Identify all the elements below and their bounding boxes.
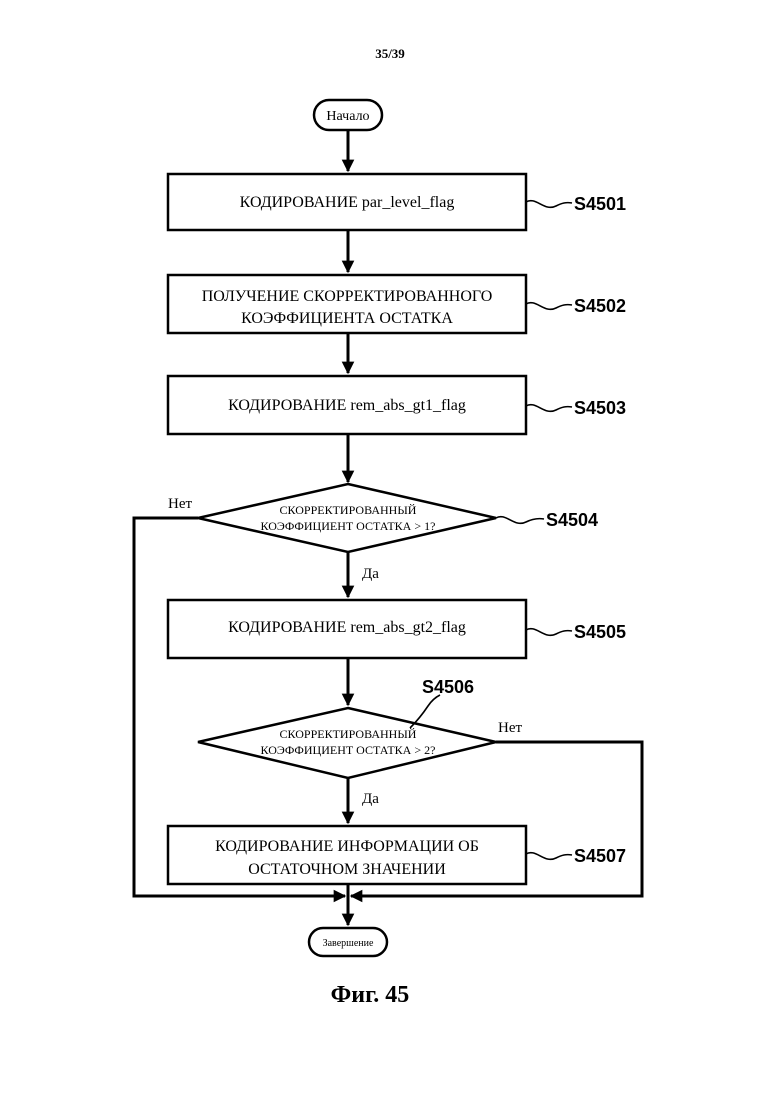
decision-text-s4506-line1: СКОРРЕКТИРОВАННЫЙ [280,727,417,741]
step-label-s4503: S4503 [574,398,626,418]
step-label-s4502: S4502 [574,296,626,316]
process-text-s4507-line2: ОСТАТОЧНОМ ЗНАЧЕНИИ [248,861,446,878]
page-number: 35/39 [375,46,405,61]
leader-s4503 [526,405,572,412]
process-text-s4507-line1: КОДИРОВАНИЕ ИНФОРМАЦИИ ОБ [215,838,479,855]
leader-s4506 [410,695,440,728]
decision-text-s4504-line2: КОЭФФИЦИЕНТ ОСТАТКА > 1? [261,519,436,533]
process-text-s4501: КОДИРОВАНИЕ par_level_flag [240,194,455,211]
decision-s4504 [198,484,496,552]
branch-no-s4504: Нет [168,496,192,512]
leader-s4505 [526,629,572,636]
start-label: Начало [326,109,369,124]
process-text-s4503: КОДИРОВАНИЕ rem_abs_gt1_flag [228,397,466,414]
step-label-s4505: S4505 [574,622,626,642]
end-label: Завершение [323,938,374,949]
leader-s4504 [496,517,544,524]
leader-s4502 [526,303,572,310]
process-text-s4505: КОДИРОВАНИЕ rem_abs_gt2_flag [228,619,466,636]
step-label-s4501: S4501 [574,194,626,214]
process-text-s4502-line1: ПОЛУЧЕНИЕ СКОРРЕКТИРОВАННОГО [202,288,493,305]
decision-text-s4504-line1: СКОРРЕКТИРОВАННЫЙ [280,503,417,517]
branch-yes-s4506: Да [362,791,379,807]
leader-s4501 [526,201,572,208]
decision-text-s4506-line2: КОЭФФИЦИЕНТ ОСТАТКА > 2? [261,743,436,757]
step-label-s4504: S4504 [546,510,598,530]
step-label-s4506: S4506 [422,677,474,697]
process-text-s4502-line2: КОЭФФИЦИЕНТА ОСТАТКА [241,310,453,327]
leader-s4507 [526,853,572,860]
step-label-s4507: S4507 [574,846,626,866]
figure-caption: Фиг. 45 [331,982,410,1008]
branch-yes-s4504: Да [362,566,379,582]
branch-no-s4506: Нет [498,720,522,736]
